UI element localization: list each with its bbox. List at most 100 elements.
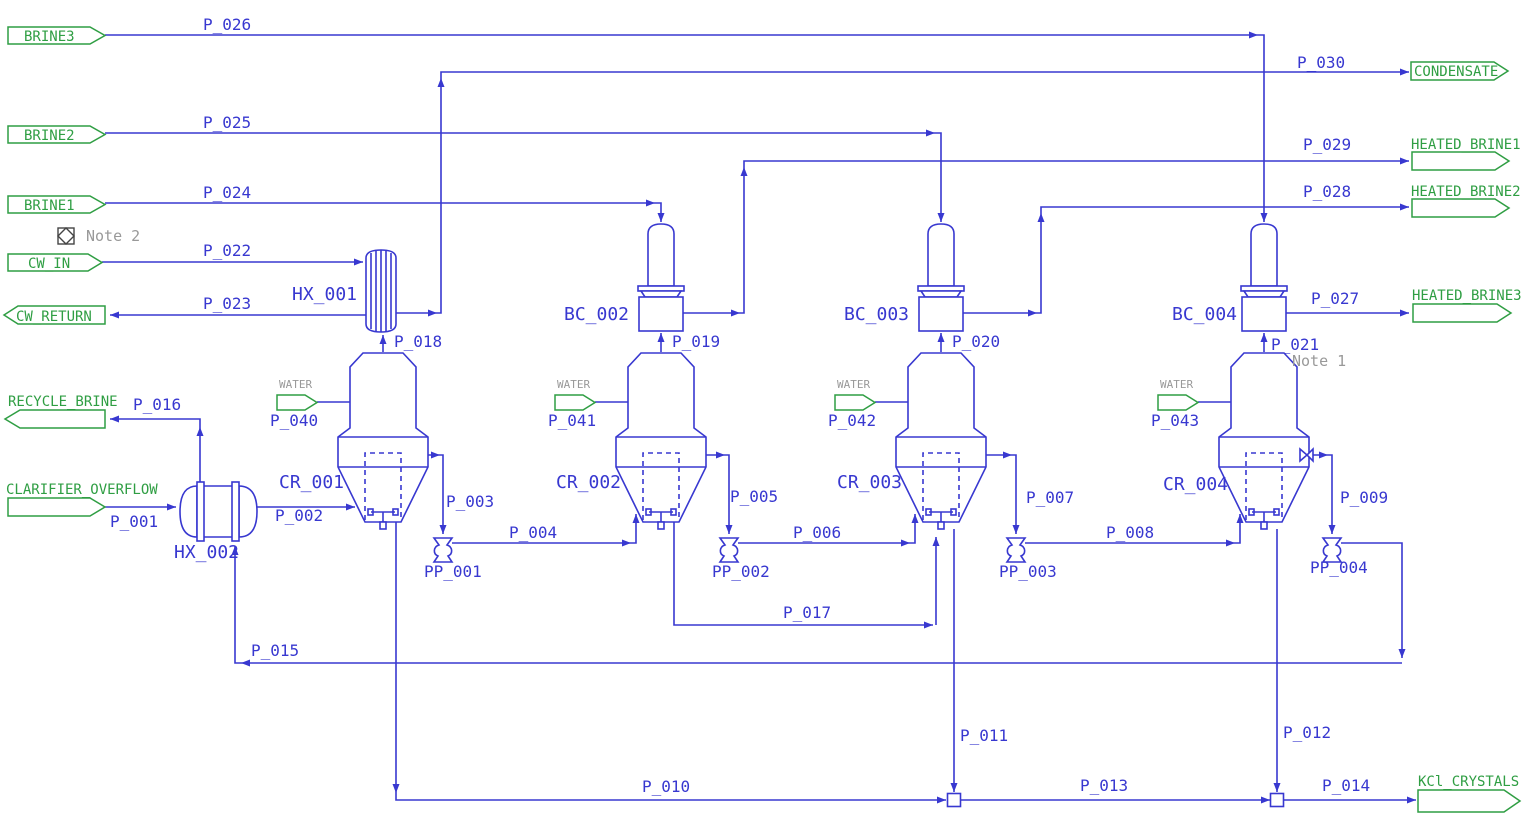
tag-label-brine1: BRINE1 [24,198,75,214]
stream-p-014[interactable]: P_014 [1283,776,1416,804]
stream-p-011[interactable]: P_011 [950,529,1009,792]
equipment-hx-002[interactable]: HX_002 [174,481,258,563]
tag-label-recycle-brine: RECYCLE_BRINE [8,394,118,410]
junction-node-2 [1269,792,1285,808]
stream-p-026[interactable]: P_026 [105,15,1268,222]
stream-label-p-017: P_017 [783,603,831,622]
tag-cw-in[interactable]: CW_IN [7,253,104,272]
stream-label-p-030: P_030 [1297,53,1345,72]
water-tag-label: WATER [557,378,590,391]
equipment-label-pp-003: PP_003 [999,562,1057,581]
equipment-label-cr-001: CR_001 [279,472,344,493]
stream-p-003[interactable]: P_003 [428,451,494,535]
tag-heated-brine2[interactable]: HEATED_BRINE2 [1411,184,1521,218]
tag-cw-return[interactable]: CW_RETURN [2,305,106,325]
stream-p-025[interactable]: P_025 [105,113,945,222]
stream-p-017[interactable]: P_017 [673,522,940,629]
stream-label-p-002: P_002 [275,506,323,525]
tag-label-heated-brine2: HEATED_BRINE2 [1411,184,1521,200]
tag-label-heated-brine3: HEATED_BRINE3 [1412,288,1522,304]
equipment-cr-001[interactable]: CR_001 [279,352,429,530]
equipment-pp-004[interactable]: PP_004 [1310,537,1368,577]
stream-label-p-040: P_040 [270,411,318,430]
note-1-annotation: Note 1 [1292,352,1346,370]
stream-label-p-014: P_014 [1322,776,1370,795]
tag-brine2[interactable]: BRINE2 [7,125,107,144]
stream-label-p-041: P_041 [548,411,596,430]
stream-pp-004-discharge[interactable] [1341,542,1406,658]
note-2-text: Note 2 [86,227,140,245]
tag-label-brine3: BRINE3 [24,29,75,45]
stream-label-p-043: P_043 [1151,411,1199,430]
equipment-cr-002[interactable]: CR_002 [556,352,707,530]
equipment-pp-002[interactable]: PP_002 [712,537,770,581]
tag-clarifier-overflow[interactable]: CLARIFIER_OVERFLOW [6,482,158,517]
stream-label-p-028: P_028 [1303,182,1351,201]
tag-brine3[interactable]: BRINE3 [7,26,107,45]
stream-p-029[interactable]: P_029 [683,135,1409,317]
stream-p-005[interactable]: P_005 [706,451,778,535]
equipment-bc-002[interactable]: BC_002 [564,223,685,332]
stream-p-001[interactable]: P_001 [105,503,176,532]
equipment-label-cr-002: CR_002 [556,472,621,493]
equipment-bc-003[interactable]: BC_003 [844,223,965,332]
tag-heated-brine1[interactable]: HEATED_BRINE1 [1411,137,1521,171]
equipment-pp-003[interactable]: PP_003 [999,537,1057,581]
stream-p-027[interactable]: P_027 [1286,289,1409,317]
equipment-label-hx-002: HX_002 [174,542,239,563]
stream-label-p-042: P_042 [828,411,876,430]
stream-p-028[interactable]: P_028 [963,182,1409,317]
tag-recycle-brine[interactable]: RECYCLE_BRINE [3,394,118,429]
stream-p-002[interactable]: P_002 [257,503,355,526]
stream-p-009[interactable]: P_009 [1313,451,1388,535]
tag-label-cw-return: CW_RETURN [16,309,92,325]
stream-label-p-006: P_006 [793,523,841,542]
stream-label-p-025: P_025 [203,113,251,132]
stream-p-010[interactable]: P_010 [392,522,947,804]
stream-label-p-008: P_008 [1106,523,1154,542]
stream-p-013[interactable]: P_013 [960,776,1270,804]
stream-p-008[interactable]: P_008 [1025,514,1244,547]
tag-heated-brine3[interactable]: HEATED_BRINE3 [1412,288,1522,323]
stream-label-p-024: P_024 [203,183,251,202]
stream-p-022[interactable]: P_022 [102,241,363,266]
equipment-label-bc-002: BC_002 [564,304,629,325]
tag-condensate[interactable]: CONDENSATE [1410,61,1510,81]
stream-label-p-004: P_004 [509,523,557,542]
stream-p-007[interactable]: P_007 [986,451,1074,535]
water-tag-4[interactable]: WATER P_043 [1151,378,1231,430]
stream-p-018[interactable]: P_018 [379,332,443,352]
water-tag-3[interactable]: WATER P_042 [828,378,908,430]
stream-label-p-016: P_016 [133,395,181,414]
equipment-label-cr-004: CR_004 [1163,474,1228,495]
equipment-label-pp-002: PP_002 [712,562,770,581]
stream-p-021[interactable]: P_021 [1260,333,1320,354]
water-tag-1[interactable]: WATER P_040 [270,378,350,430]
equipment-pp-001[interactable]: PP_001 [424,537,482,581]
stream-p-004[interactable]: P_004 [452,514,640,547]
equipment-bc-004[interactable]: BC_004 [1172,223,1288,332]
stream-label-p-021: P_021 [1271,335,1319,354]
valve-icon[interactable] [1299,447,1314,463]
stream-label-p-019: P_019 [672,332,720,351]
tag-brine1[interactable]: BRINE1 [7,195,107,214]
stream-p-023[interactable]: P_023 [110,294,366,319]
stream-p-019[interactable]: P_019 [657,332,721,352]
stream-p-030[interactable]: P_030 [396,53,1409,317]
stream-p-012[interactable]: P_012 [1273,529,1332,792]
stream-label-p-018: P_018 [394,332,442,351]
equipment-hx-001[interactable]: HX_001 [292,249,397,333]
stream-p-006[interactable]: P_006 [738,514,919,547]
stream-p-016[interactable]: P_016 [110,395,204,482]
equipment-cr-004[interactable]: CR_004 [1163,352,1310,530]
stream-p-020[interactable]: P_020 [937,332,1001,352]
stream-p-024[interactable]: P_024 [105,183,665,222]
stream-label-p-012: P_012 [1283,723,1331,742]
equipment-cr-003[interactable]: CR_003 [837,352,987,530]
equipment-label-hx-001: HX_001 [292,284,357,305]
tag-kcl-crystals[interactable]: KCl_CRYSTALS [1417,774,1522,813]
stream-label-p-013: P_013 [1080,776,1128,795]
water-tag-2[interactable]: WATER P_041 [548,378,628,430]
stream-p-015[interactable]: P_015 [231,546,1403,667]
